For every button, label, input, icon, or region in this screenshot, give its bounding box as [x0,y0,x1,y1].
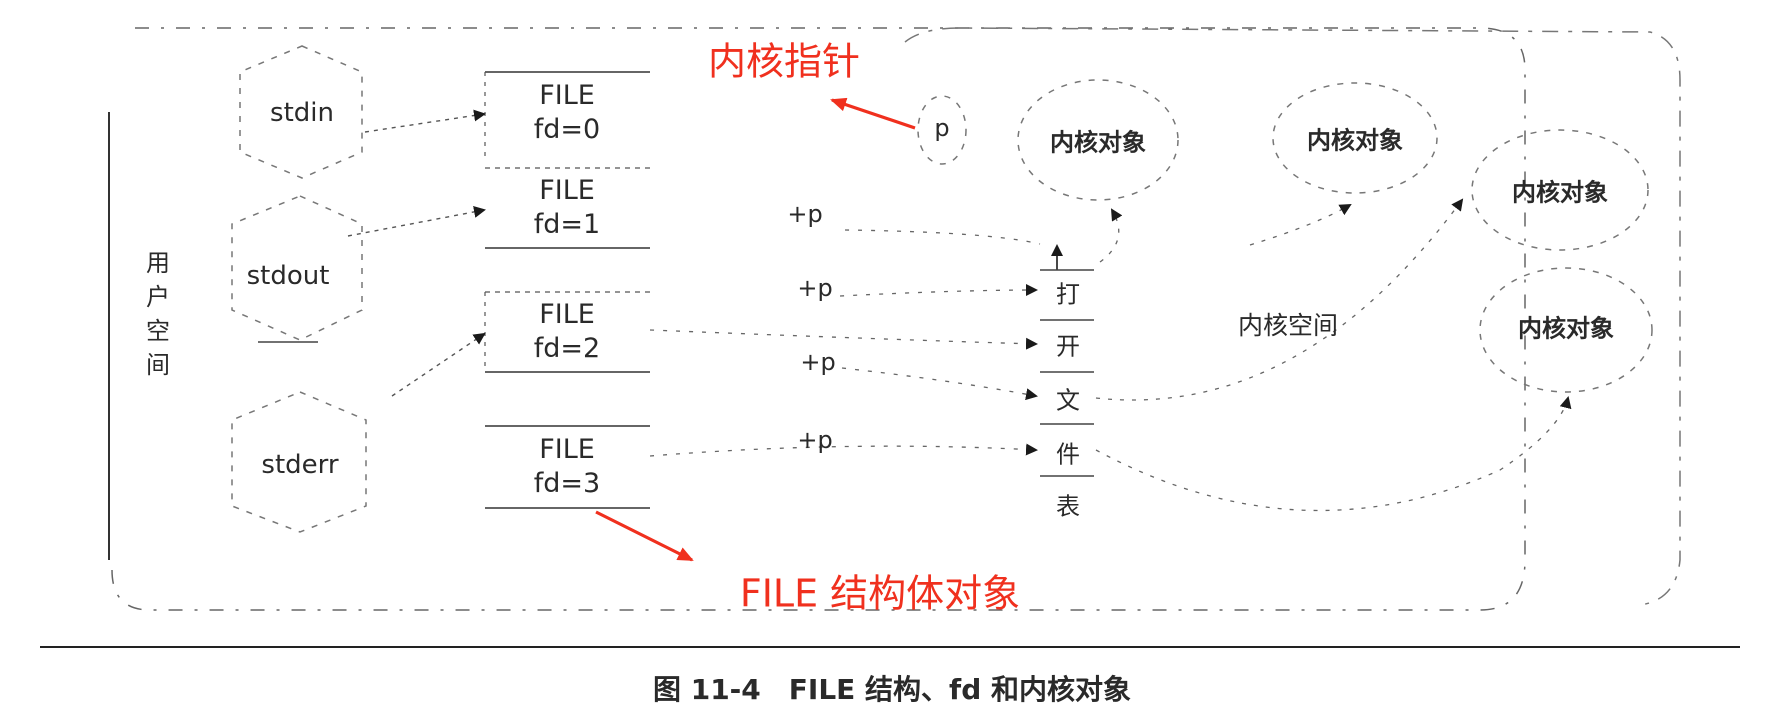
stdout-label: stdout [246,261,330,291]
file-struct-3-name: FILE [539,434,595,465]
kernel-object-3: 内核对象 [1512,178,1608,207]
figure-caption: 图 11-4 FILE 结构、fd 和内核对象 [652,673,1132,706]
pointer-arrow-5 [649,443,1038,457]
kernel-object-1-shape [1017,79,1179,201]
kernel-object-2-shape [1272,82,1438,194]
kernel-pointer-annotation: 内核指针 [707,39,861,84]
file-struct-0-name: FILE [539,80,595,111]
file-struct-3-fd: fd=3 [533,468,601,499]
kernel-space-boundary [904,27,1681,606]
stdin-label: stdin [270,98,334,128]
table-to-object-4-arrow [1095,396,1572,512]
file-table-char-2: 文 [1056,386,1080,415]
file-table-char-0: 打 [1056,280,1080,309]
pointer-p-shape [917,95,967,165]
kernel-object-1: 内核对象 [1050,128,1146,157]
file-struct-2-name: FILE [539,299,595,330]
file-struct-1-fd: fd=1 [533,209,601,240]
user-space-char: 空 [146,317,170,345]
file-struct-0-fd: fd=0 [533,114,601,145]
pointer-arrow-3 [649,329,1038,350]
user-space-label: 用户空间 [143,246,173,382]
file-struct-1-name: FILE [539,175,595,206]
pointer-arrow-4 [841,367,1038,401]
file-table-char-1: 开 [1056,332,1080,361]
stdin-node [239,45,363,179]
file-struct-annotation-arrow [595,510,694,562]
stderr-node [231,391,367,533]
file-table-char-4: 表 [1056,492,1080,521]
table-to-object-1-arrow [1099,208,1123,263]
file-struct-2-fd: fd=2 [533,333,601,364]
pointer-label-3: +p [800,348,836,376]
file-struct-2: FILE fd=2 [534,298,600,366]
user-space-char: 用 [146,249,170,277]
file-struct-3: FILE fd=3 [534,433,600,501]
table-to-object-3-arrow [1095,198,1464,401]
stderr-to-file2-arrow [391,332,486,397]
kernel-to-object-2-arrow [1249,204,1352,246]
kernel-object-2: 内核对象 [1307,126,1403,155]
file-struct-0: FILE fd=0 [534,79,600,147]
stderr-label: stderr [261,450,339,480]
kernel-space-label: 内核空间 [1237,311,1339,340]
kernel-pointer-annotation-arrow [830,97,916,130]
kernel-object-3-shape [1471,129,1649,251]
pointer-label-p: p [934,114,950,142]
stdout-to-file1-arrow [347,205,486,237]
stdin-to-file0-arrow [364,109,486,133]
file-struct-annotation: FILE 结构体对象 [739,571,1021,616]
pointer-label-1: +p [787,200,823,228]
pointer-arrow-1 [844,229,1041,245]
file-struct-1: FILE fd=1 [534,174,600,242]
user-space-char: 间 [146,351,170,379]
file-table-char-3: 件 [1056,440,1080,469]
kernel-object-4: 内核对象 [1518,314,1614,343]
pointer-label-4: +p [797,426,833,454]
user-space-char: 户 [146,283,170,311]
pointer-arrow-2 [839,284,1038,297]
stdout-node [231,195,363,341]
pointer-label-2: +p [797,274,833,302]
kernel-object-4-shape [1479,267,1653,393]
